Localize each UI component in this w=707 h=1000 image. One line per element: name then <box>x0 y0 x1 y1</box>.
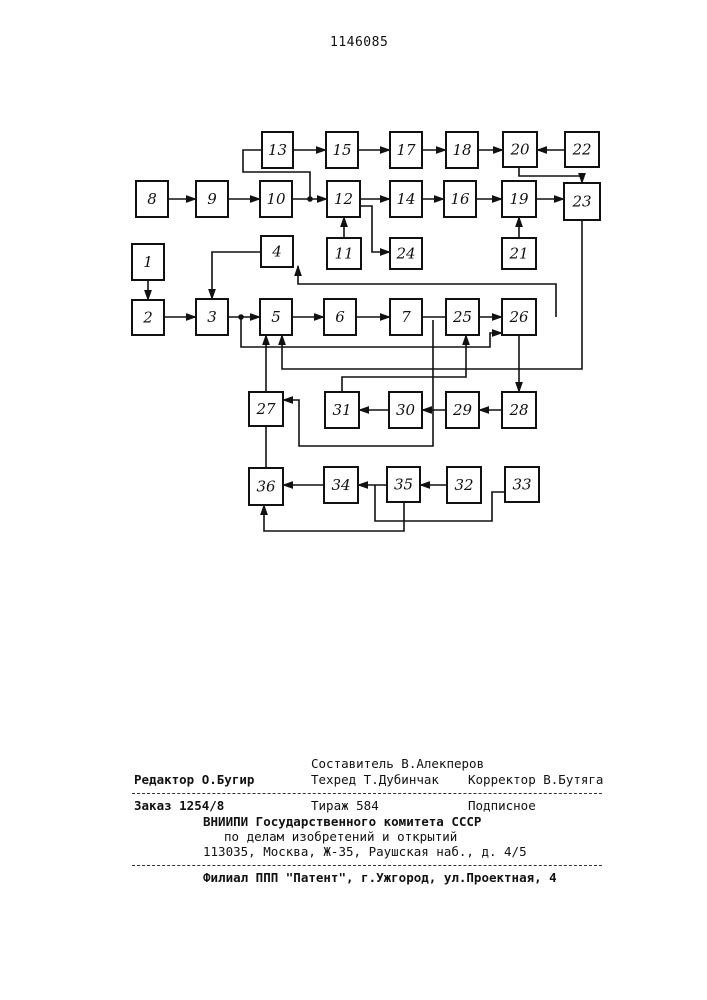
block-33: 33 <box>505 467 539 502</box>
block-10-label: 10 <box>266 190 286 208</box>
organization-line: ВНИИПИ Государственного комитета СССР <box>203 814 481 829</box>
block-25-label: 25 <box>452 308 472 326</box>
block-21-label: 21 <box>508 245 528 263</box>
block-32-label: 32 <box>454 476 473 494</box>
block-3-label: 3 <box>207 308 217 326</box>
block-19: 19 <box>502 181 536 217</box>
block-30: 30 <box>389 392 422 428</box>
block-4-label: 4 <box>271 243 282 261</box>
block-33-label: 33 <box>512 476 531 494</box>
block-30-label: 30 <box>396 401 416 419</box>
block-15-label: 15 <box>332 141 351 159</box>
block-2-label: 2 <box>142 309 153 327</box>
block-27: 27 <box>249 392 283 426</box>
block-14-label: 14 <box>396 190 415 208</box>
block-27-label: 27 <box>255 400 276 418</box>
block-18: 18 <box>446 132 478 168</box>
circulation-line: Тираж 584 <box>311 798 379 813</box>
block-29-label: 29 <box>452 401 473 419</box>
block-22: 22 <box>565 132 599 167</box>
order-line: Заказ 1254/8 <box>134 798 224 813</box>
subscription-line: Подписное <box>468 798 536 813</box>
block-31-label: 31 <box>332 401 351 419</box>
block-17-label: 17 <box>396 141 416 159</box>
block-5-label: 5 <box>271 308 281 326</box>
block-4: 4 <box>261 236 293 267</box>
block-26-label: 26 <box>508 308 529 326</box>
block-19-label: 19 <box>509 190 529 208</box>
block-2: 2 <box>132 300 164 335</box>
block-13-label: 13 <box>268 141 287 159</box>
block-7: 7 <box>390 299 422 335</box>
block-18-label: 18 <box>452 141 471 159</box>
techred-line: Техред Т.Дубинчак <box>311 772 439 787</box>
separator-line <box>132 793 602 794</box>
block-14: 14 <box>390 181 422 217</box>
block-diagram: 1234567891011121314151617181920212223242… <box>0 0 707 560</box>
block-1-label: 1 <box>143 253 153 271</box>
block-11: 11 <box>327 238 361 269</box>
block-28-label: 28 <box>508 401 528 419</box>
block-15: 15 <box>326 132 358 168</box>
block-20-label: 20 <box>509 141 530 159</box>
block-36: 36 <box>249 468 283 505</box>
block-5: 5 <box>260 299 292 335</box>
organization-subline: по делам изобретений и открытий <box>224 829 457 844</box>
separator-line <box>132 865 602 866</box>
corrector-line: Корректор В.Бутяга <box>468 772 603 787</box>
block-13: 13 <box>262 132 293 168</box>
block-3: 3 <box>196 299 228 335</box>
block-31: 31 <box>325 392 359 428</box>
compiler-line: Составитель В.Алекперов <box>311 756 484 771</box>
block-36-label: 36 <box>256 478 276 496</box>
block-23-label: 23 <box>571 193 591 211</box>
block-1: 1 <box>132 244 164 280</box>
block-6: 6 <box>324 299 356 335</box>
block-29: 29 <box>446 392 479 428</box>
block-7-label: 7 <box>401 308 411 326</box>
block-6-label: 6 <box>335 308 345 326</box>
block-12-label: 12 <box>334 190 353 208</box>
block-24-label: 24 <box>395 245 415 263</box>
block-8: 8 <box>136 181 168 217</box>
block-34: 34 <box>324 467 358 503</box>
block-24: 24 <box>390 238 422 269</box>
block-10: 10 <box>260 181 292 217</box>
block-20: 20 <box>503 132 537 167</box>
block-17: 17 <box>390 132 422 168</box>
block-34-label: 34 <box>331 476 350 494</box>
block-8-label: 8 <box>147 190 157 208</box>
block-35: 35 <box>387 467 420 502</box>
block-16-label: 16 <box>450 190 470 208</box>
block-11-label: 11 <box>334 245 353 263</box>
address-line: 113035, Москва, Ж-35, Раушская наб., д. … <box>203 844 527 859</box>
blocks: 1234567891011121314151617181920212223242… <box>132 132 600 505</box>
block-25: 25 <box>446 299 479 335</box>
editor-line: Редактор О.Бугир <box>134 772 254 787</box>
block-35-label: 35 <box>394 476 413 494</box>
block-9-label: 9 <box>207 190 217 208</box>
block-28: 28 <box>502 392 536 428</box>
block-12: 12 <box>327 181 360 217</box>
block-16: 16 <box>444 181 476 217</box>
block-21: 21 <box>502 238 536 269</box>
block-26: 26 <box>502 299 536 335</box>
block-23: 23 <box>564 183 600 220</box>
block-32: 32 <box>447 467 481 503</box>
branch-line: Филиал ППП "Патент", г.Ужгород, ул.Проек… <box>203 870 557 885</box>
block-22-label: 22 <box>571 141 591 159</box>
block-9: 9 <box>196 181 228 217</box>
